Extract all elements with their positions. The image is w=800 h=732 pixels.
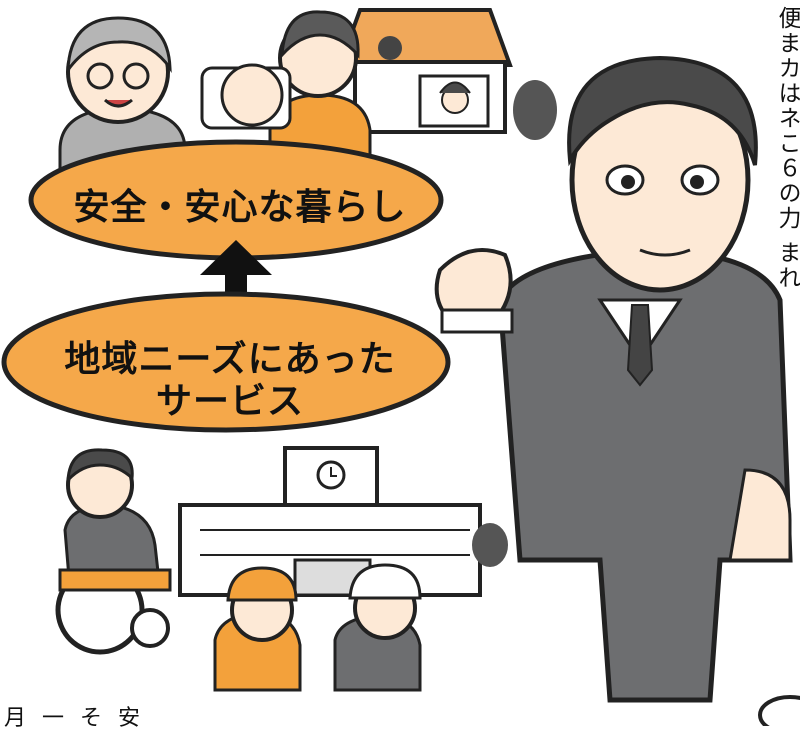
businessman-illustration <box>434 55 793 703</box>
local-needs-label-line2: サービス <box>155 381 304 422</box>
local-needs-bubble <box>1 291 451 433</box>
mother-baby-illustration <box>200 10 372 177</box>
children-illustration <box>213 563 422 692</box>
safe-living-label: 安全・安心な暮らし <box>73 187 407 228</box>
local-needs-label-line1: 地域ニーズにあった <box>64 339 396 380</box>
bottom-left-text: 月一そ安 <box>4 706 157 731</box>
school-illustration <box>178 446 508 597</box>
wheelchair-user-illustration <box>55 448 172 655</box>
right-column-text: 便まカはネこ６の力 まれ <box>774 6 800 291</box>
house-illustration <box>337 8 557 140</box>
